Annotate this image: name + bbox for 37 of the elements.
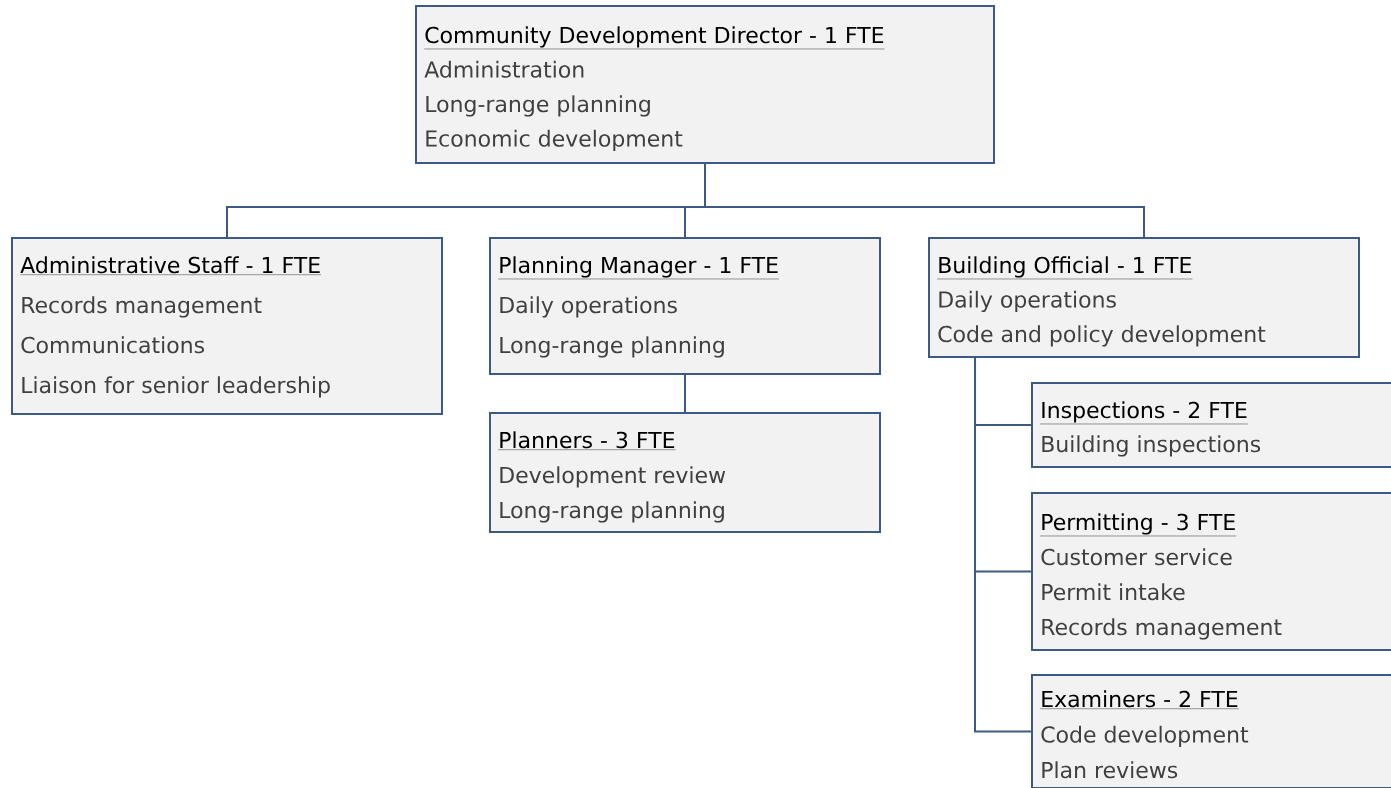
box-heading: Permitting - 3 FTE xyxy=(1040,513,1237,537)
duty-text: Records management xyxy=(1042,618,1282,640)
box-heading: Planners - 3 FTE xyxy=(498,431,676,450)
duty-text: Long-range planning xyxy=(426,95,650,117)
box-heading: Examiners - 2 FTE xyxy=(1040,690,1239,709)
box-heading: Community Development Director - 1 FTE xyxy=(424,26,885,50)
connector-line xyxy=(704,163,1145,238)
duty-text: Daily operations xyxy=(500,296,677,318)
duty-text: Liaison for senior leadership xyxy=(22,376,330,398)
org-box xyxy=(928,237,1360,358)
box-heading: Administrative Staff - 1 FTE xyxy=(20,256,322,275)
duty-text: Code and policy development xyxy=(938,325,1266,347)
org-box xyxy=(11,237,443,415)
org-box xyxy=(415,5,995,164)
duty-text: Development review xyxy=(500,466,726,488)
duty-text: Economic development xyxy=(426,129,683,152)
box-heading: Planning Manager - 1 FTE xyxy=(498,256,780,280)
connector-line xyxy=(974,357,1032,733)
box-heading: Building Official - 1 FTE xyxy=(937,256,1193,280)
duty-text: Communications xyxy=(21,336,204,354)
duty-text: Administration xyxy=(424,60,584,78)
duty-text: Customer service xyxy=(1041,548,1232,566)
box-heading: Inspections - 2 FTE xyxy=(1040,401,1248,425)
duty-text: Long-range planning xyxy=(500,336,724,358)
duty-text: Building inspections xyxy=(1042,435,1261,457)
org-box xyxy=(1031,382,1391,468)
duty-text: Daily operations xyxy=(939,290,1116,313)
org-box xyxy=(489,237,881,375)
duty-text: Long-range planning xyxy=(500,501,724,523)
duty-text: Permit intake xyxy=(1042,583,1185,601)
duty-text: Plan reviews xyxy=(1042,761,1178,779)
org-box xyxy=(489,412,881,533)
org-box xyxy=(1031,674,1391,788)
duty-text: Code development xyxy=(1041,725,1249,748)
org-box xyxy=(1031,492,1391,651)
duty-text: Records management xyxy=(22,296,262,318)
connector-line xyxy=(684,374,686,413)
